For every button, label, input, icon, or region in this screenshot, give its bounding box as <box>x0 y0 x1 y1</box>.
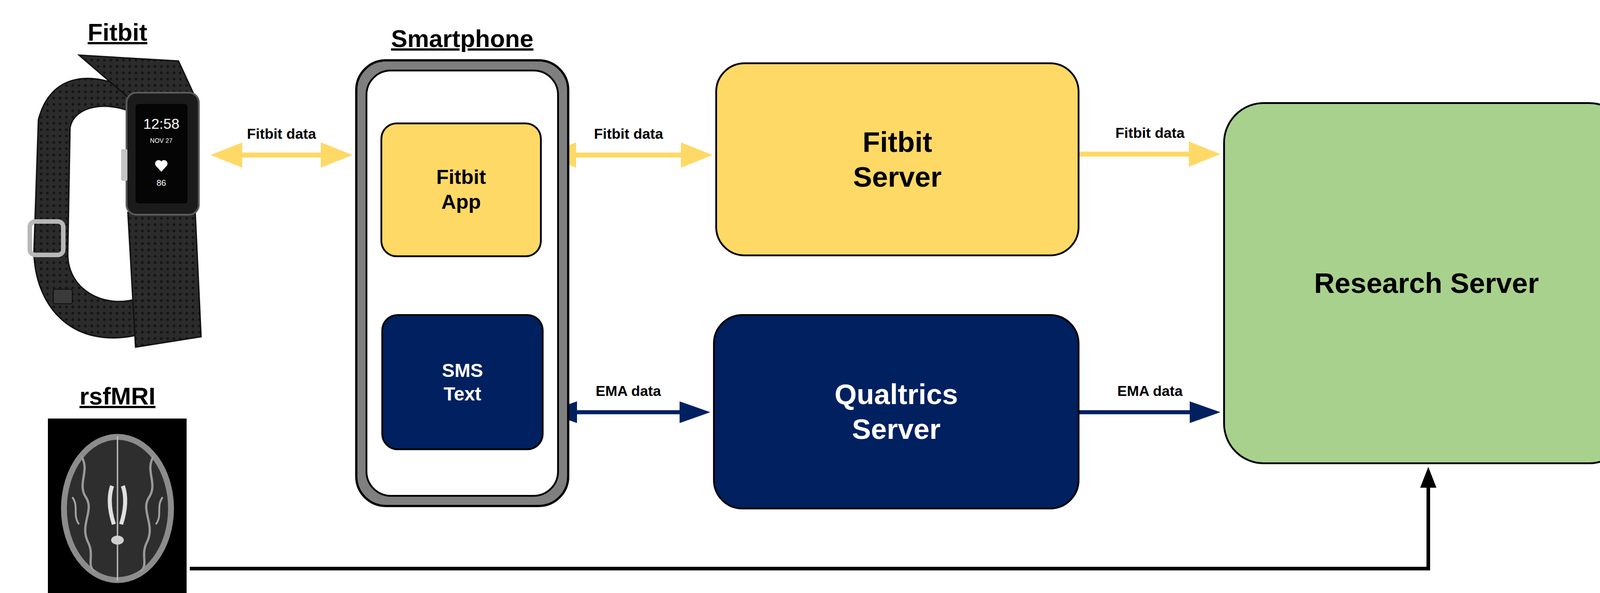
connector-line <box>1079 151 1196 157</box>
server-box: Research Server <box>1223 102 1600 465</box>
edge-label: EMA data <box>1114 382 1186 400</box>
section-heading: Fitbit <box>27 18 208 47</box>
box-label: Fitbit Server <box>853 124 942 195</box>
box-label: Qualtrics Server <box>834 376 958 447</box>
box-label: SMS Text <box>441 358 484 405</box>
arrow-head <box>679 401 711 423</box>
mri-scan <box>47 418 187 593</box>
data-flow-arrow <box>544 142 713 168</box>
connector-line <box>235 152 328 158</box>
scan-illustration: rsfMRI <box>45 381 190 593</box>
data-flow-arrow <box>546 401 711 423</box>
smartphone-frame: SmartphoneFitbit AppSMS Text <box>355 59 570 507</box>
edge-label: EMA data <box>592 382 664 400</box>
box-label: Research Server <box>1313 265 1539 301</box>
edge-label: Fitbit data <box>244 125 320 143</box>
arrow-head <box>1188 141 1221 167</box>
connector-line <box>569 152 688 158</box>
arrow-head <box>680 142 713 168</box>
fitbit-watch <box>29 55 202 348</box>
section-heading: Smartphone <box>355 24 570 53</box>
app-box: SMS Text <box>381 314 544 451</box>
device-illustration: Fitbit <box>27 18 208 353</box>
connector-line <box>570 410 686 415</box>
connector-line <box>1079 410 1197 415</box>
section-heading: rsfMRI <box>45 381 190 410</box>
arrow-head <box>210 142 243 168</box>
screen-text: NOV 27 <box>150 137 173 145</box>
screen-text: 12:58 <box>143 116 180 132</box>
app-box: Fitbit App <box>380 122 542 258</box>
arrow-head <box>1189 401 1221 423</box>
data-flow-arrow <box>1079 141 1221 167</box>
server-box: Qualtrics Server <box>713 314 1080 510</box>
data-flow-arrow <box>1079 401 1221 423</box>
box-label: Fitbit App <box>436 164 487 215</box>
arrow-head <box>1420 466 1437 488</box>
server-box: Fitbit Server <box>715 62 1080 257</box>
screen-text: 86 <box>156 178 166 188</box>
edge-label: Fitbit data <box>1112 124 1188 142</box>
arrow-head <box>320 142 353 168</box>
data-flow-arrow <box>210 142 353 168</box>
edge-label: Fitbit data <box>591 125 667 143</box>
